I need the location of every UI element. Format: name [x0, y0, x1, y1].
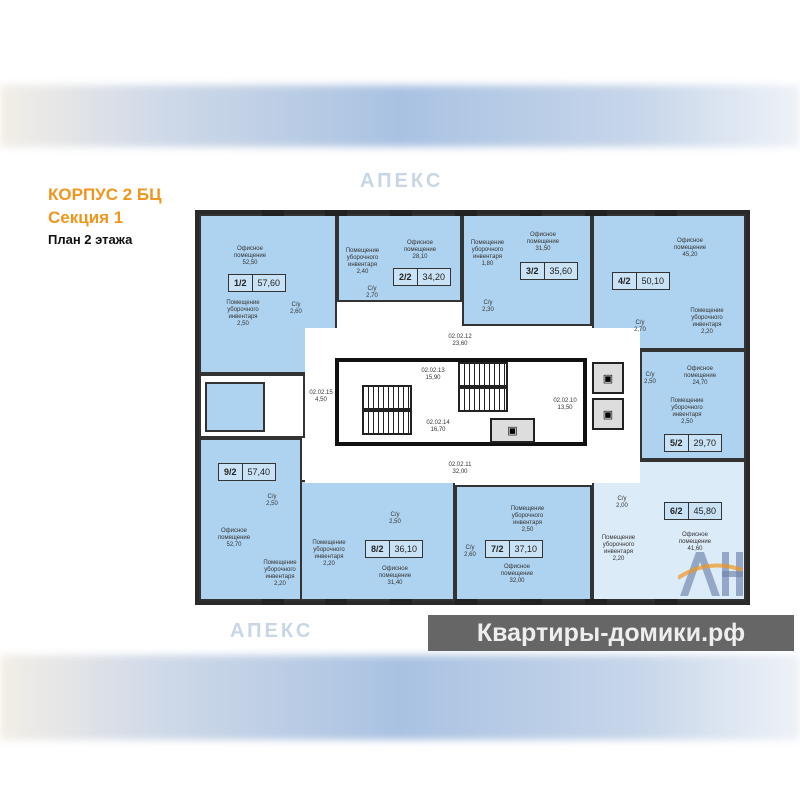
blurred-bottom-band	[0, 655, 800, 740]
staircase	[458, 387, 508, 412]
staircase	[458, 362, 508, 387]
window	[262, 599, 284, 605]
blurred-top-band	[0, 85, 800, 147]
window	[455, 599, 477, 605]
window	[390, 210, 412, 216]
window	[520, 210, 542, 216]
agency-logo	[678, 552, 743, 596]
staircase	[362, 410, 412, 435]
window	[585, 599, 607, 605]
floor-plan-title: План 2 этажа	[48, 232, 133, 247]
unit-2-2[interactable]	[337, 214, 462, 302]
lift-icon: ▣	[592, 362, 624, 394]
watermark: АПЕКС	[360, 170, 444, 192]
window	[655, 599, 677, 605]
unit-6-2[interactable]	[592, 460, 746, 601]
unit-7-2[interactable]	[455, 485, 592, 601]
left-wing-room	[205, 382, 265, 432]
window	[325, 210, 347, 216]
window	[655, 210, 677, 216]
brand-banner: Квартиры-домики.рф	[428, 615, 794, 651]
lift-icon: ▣	[490, 418, 535, 443]
staircase	[362, 385, 412, 410]
window	[520, 599, 542, 605]
building-title: КОРПУС 2 БЦ	[48, 185, 162, 204]
window	[390, 599, 412, 605]
window	[325, 599, 347, 605]
watermark: АПЕКС	[230, 620, 314, 642]
window	[585, 210, 607, 216]
window	[455, 210, 477, 216]
section-title: Секция 1	[48, 208, 124, 227]
lift-icon: ▣	[592, 398, 624, 430]
window	[262, 210, 284, 216]
